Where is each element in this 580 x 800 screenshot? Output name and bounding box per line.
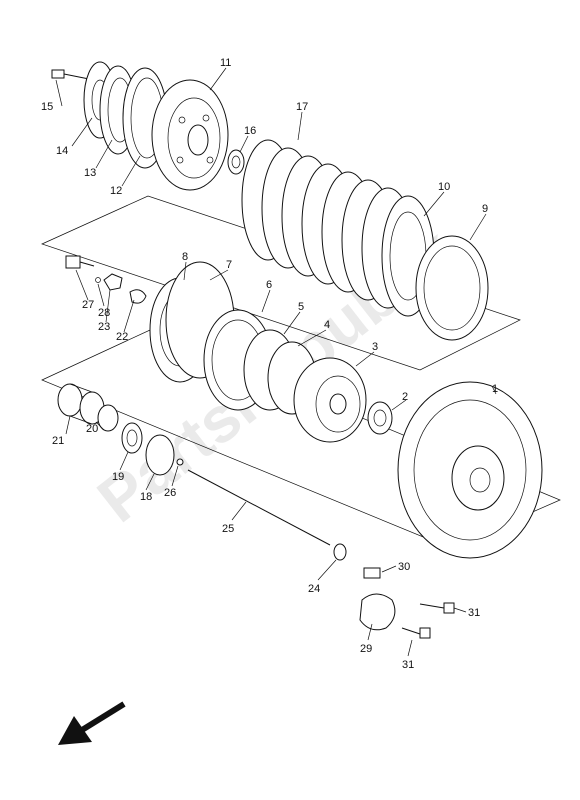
washer-24 xyxy=(333,543,347,561)
part-label-18: 18 xyxy=(140,491,152,503)
part-label-31-a: 31 xyxy=(468,607,480,619)
part-label-24: 24 xyxy=(308,583,320,595)
part-label-7: 7 xyxy=(226,259,232,271)
part-label-17: 17 xyxy=(296,101,308,113)
bolt-31-a xyxy=(419,603,445,609)
part-label-6: 6 xyxy=(266,279,272,291)
part-label-3: 3 xyxy=(372,341,378,353)
oil-seal-19 xyxy=(121,422,143,454)
clutch-plate-stack xyxy=(241,139,489,341)
part-labels: 15 14 13 12 11 16 17 10 9 8 7 6 5 4 3 1 … xyxy=(41,57,498,671)
nut-23 xyxy=(103,273,123,291)
part-label-14: 14 xyxy=(56,145,68,157)
upper-assembly-frame xyxy=(41,195,521,371)
part-label-15: 15 xyxy=(41,101,53,113)
part-label-22: 22 xyxy=(116,331,128,343)
bushing-21 xyxy=(57,383,83,417)
bearing-16 xyxy=(227,149,245,175)
push-lever-group xyxy=(65,255,367,443)
friction-plate-9 xyxy=(415,235,489,341)
leader-lines xyxy=(55,67,497,657)
clutch-boss-3 xyxy=(293,357,367,443)
part-label-10: 10 xyxy=(438,181,450,193)
part-label-1: 1 xyxy=(492,383,498,395)
part-label-23: 23 xyxy=(98,321,110,333)
part-label-11: 11 xyxy=(220,57,231,69)
part-label-19: 19 xyxy=(112,471,124,483)
washer-22 xyxy=(129,289,147,304)
washer-18 xyxy=(145,434,175,476)
pressure-plate-group xyxy=(51,61,245,191)
part-label-25: 25 xyxy=(222,523,234,535)
part-label-13: 13 xyxy=(84,167,96,179)
ring-28 xyxy=(95,277,101,283)
housing-group xyxy=(57,381,543,639)
part-label-16: 16 xyxy=(244,125,256,137)
front-direction-arrow-icon xyxy=(58,701,126,745)
part-label-29: 29 xyxy=(360,643,372,655)
part-label-31-b: 31 xyxy=(402,659,414,671)
part-label-8: 8 xyxy=(182,251,188,263)
part-label-27: 27 xyxy=(82,299,94,311)
part-label-20: 20 xyxy=(86,423,98,435)
bolt-27 xyxy=(65,255,81,269)
part-label-12: 12 xyxy=(110,185,122,197)
push-rod-25 xyxy=(187,469,331,546)
part-label-28: 28 xyxy=(98,307,110,319)
part-label-2: 2 xyxy=(402,391,408,403)
lever-29 xyxy=(359,593,396,631)
part-label-5: 5 xyxy=(298,301,304,313)
part-label-21: 21 xyxy=(52,435,64,447)
part-label-9: 9 xyxy=(482,203,488,215)
part-label-26: 26 xyxy=(164,487,176,499)
part-label-4: 4 xyxy=(324,319,330,331)
pin-30 xyxy=(363,567,381,579)
part-label-30: 30 xyxy=(398,561,410,573)
thrust-washer-2 xyxy=(367,401,393,435)
lower-assembly-frame xyxy=(41,329,561,549)
bolt-15 xyxy=(51,69,65,79)
collar-20 xyxy=(97,404,119,432)
ball-26 xyxy=(176,458,184,466)
bolt-31-b xyxy=(401,627,421,635)
